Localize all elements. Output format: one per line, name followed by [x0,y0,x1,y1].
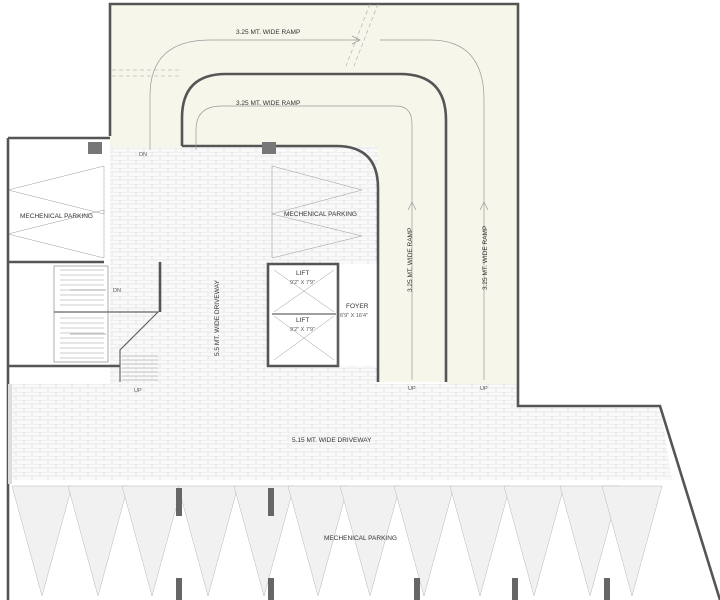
mech-parking-bottom-hatch [11,485,663,597]
parking-triangle-9 [449,485,511,597]
mech-parking-mid-label: MECHENICAL PARKING [284,211,357,218]
ramp-area [110,4,518,406]
ramp-top-outer-label: 3.25 MT. WIDE RAMP [236,29,300,36]
ramp-top-inner-label: 3.25 MT. WIDE RAMP [236,100,300,107]
parking-triangle-10 [503,485,565,597]
dn-top-label: DN [139,152,147,158]
driveway-vertical-label: 5.5 MT. WIDE DRIVEWAY [214,279,221,356]
parking-triangle-5 [233,485,295,597]
parking-triangle-2 [67,485,129,597]
parking-triangle-12 [601,485,663,597]
foyer-label: FOYER [346,303,369,310]
mech-parking-bottom-label: MECHENICAL PARKING [324,535,397,542]
lift-2-label: LIFT [296,317,309,324]
staircase [53,265,160,382]
ramp-right-inner-label: 3.25 MT. WIDE RAMP [407,228,414,292]
foyer-size: 6'9" X 16'4" [340,313,368,319]
mech-parking-mid-hatch [271,165,363,259]
up-stair-label: UP [134,388,142,394]
lift-crosses [273,269,335,361]
parking-triangle-8 [393,485,455,597]
up-ramp-2-label: UP [480,386,488,392]
lift-1-label: LIFT [296,270,309,277]
parking-triangle-7 [339,485,401,597]
dn-stair-label: DN [113,288,121,294]
driveway-horizontal-paving [8,360,672,480]
driveway-vertical-paving [110,146,378,384]
driveway-horizontal-label: 5.15 MT. WIDE DRIVEWAY [292,437,372,444]
parking-triangle-6 [287,485,349,597]
walls [6,2,720,600]
up-ramp-1-label: UP [408,386,416,392]
lift-1-size: 9'2" X 7'9" [290,280,315,286]
mech-parking-left-hatch [7,165,105,259]
mech-parking-left-label: MECHENICAL PARKING [20,213,93,220]
parking-triangle-3 [121,485,183,597]
parking-triangle-11 [559,485,621,597]
parking-triangle-4 [177,485,239,597]
ramp-right-outer-label: 3.25 MT. WIDE RAMP [482,226,489,290]
parking-triangle-1 [11,485,73,597]
lift-2-size: 9'2" X 7'9" [290,327,315,333]
ramp-arrows [112,3,489,380]
